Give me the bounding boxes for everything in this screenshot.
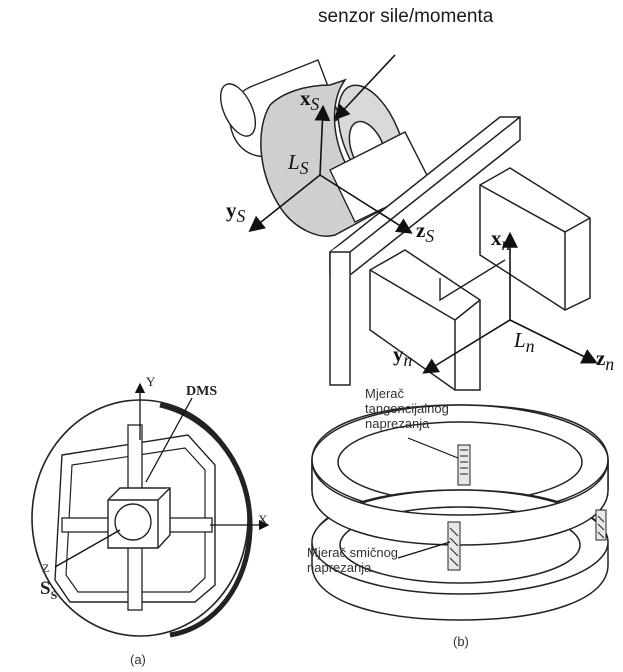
gripper-base-link xyxy=(439,259,506,302)
axis-label-zn: zn xyxy=(596,346,615,375)
x-axis-label-a: X xyxy=(258,512,268,527)
gripper-finger-left xyxy=(369,249,481,391)
tangential-gauge-label-line2: tangencijalnog xyxy=(365,401,449,416)
dms-label: DMS xyxy=(186,384,218,399)
tangential-gauge-label-line1: Mjerač xyxy=(365,386,405,401)
ss-label: SS xyxy=(40,578,58,602)
axis-label-zs: zS xyxy=(416,218,435,247)
sensor-gripper-diagram xyxy=(219,54,598,391)
title-pointer-arrow xyxy=(333,54,396,121)
shear-gauge-label-line2: naprezanja xyxy=(307,560,372,575)
axis-label-ys: yS xyxy=(226,198,246,227)
tangential-strain-gauge xyxy=(457,444,471,486)
gripper-frame-axes xyxy=(422,231,598,374)
y-axis-label-a: Y xyxy=(146,374,156,389)
diagram-title: senzor sile/momenta xyxy=(318,6,494,27)
gripper-finger-right xyxy=(479,167,591,311)
ring-sensor-diagram xyxy=(311,404,609,621)
tangential-gauge-label-line3: naprezanja xyxy=(365,416,430,431)
gripper-plate xyxy=(329,116,521,386)
central-hub xyxy=(107,487,171,549)
axis-label-yn: yn xyxy=(393,342,413,371)
label-ln: Ln xyxy=(514,328,535,357)
sensor-frame-axes xyxy=(248,104,413,234)
axis-label-xn: xn xyxy=(491,226,511,255)
shear-strain-gauge-side xyxy=(595,509,607,541)
shear-gauge-label-line1: Mjerač smičnog xyxy=(307,545,399,560)
caption-b: (b) xyxy=(453,634,469,649)
cross-beam-sensor-diagram xyxy=(31,382,270,638)
z-axis-label-a: Z xyxy=(42,561,50,575)
caption-a: (a) xyxy=(130,652,146,667)
label-ls: LS xyxy=(288,150,309,179)
shear-strain-gauge xyxy=(447,521,461,571)
axis-label-xs: xS xyxy=(300,86,320,115)
